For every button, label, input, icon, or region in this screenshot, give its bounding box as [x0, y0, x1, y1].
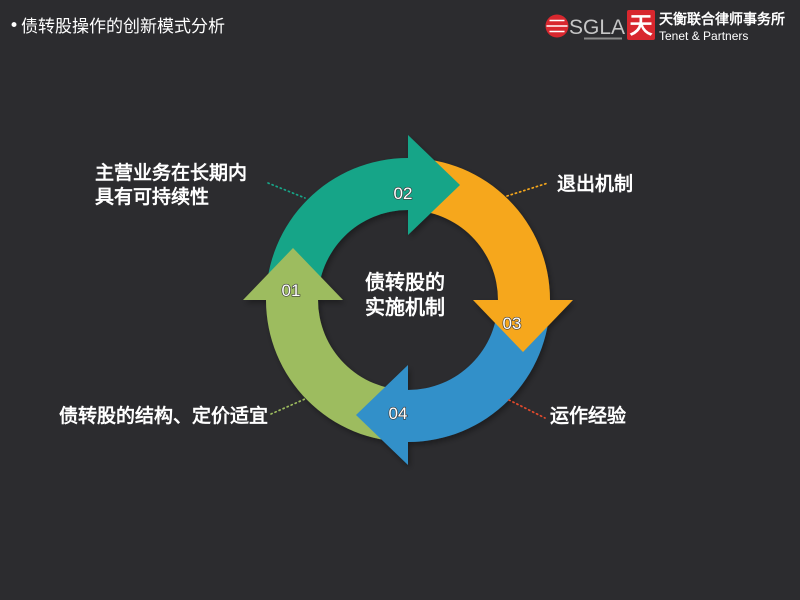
cycle-arrow-03-head [473, 300, 573, 352]
step-label-01: 债转股的结构、定价适宜 [59, 404, 268, 427]
title-bullet: • [9, 16, 19, 36]
leader-lines [267, 182, 549, 419]
step-number-02: 02 [394, 184, 413, 203]
step-number-01: 01 [282, 281, 301, 300]
tenet-logo: 天 天衡联合律师事务所 Tenet & Partners [627, 10, 785, 43]
sgla-logo: SGLA [545, 14, 625, 40]
tenet-seal [627, 10, 655, 40]
tenet-seal-mark: 天 [630, 13, 654, 39]
center-title-line-2: 实施机制 [365, 295, 445, 319]
cycle-diagram: 01 02 03 04 债转股的 实施机制 [243, 135, 573, 465]
tenet-name-en: Tenet & Partners [659, 29, 748, 43]
step-label-02-line-1: 主营业务在长期内 [95, 161, 247, 184]
tenet-name-cn: 天衡联合律师事务所 [659, 11, 785, 28]
sgla-globe-icon [545, 14, 569, 38]
sgla-wordmark: SGLA [569, 16, 625, 39]
cycle-arrow-04-head [356, 365, 408, 465]
cycle-arrows [243, 135, 573, 465]
cycle-arrow-02-head [408, 135, 460, 235]
step-number-04: 04 [389, 404, 408, 423]
leader-line-03 [506, 182, 549, 197]
step-labels: 债转股的结构、定价适宜 主营业务在长期内 具有可持续性 退出机制 运作经验 [59, 161, 633, 427]
center-title-line-1: 债转股的 [365, 270, 445, 294]
slide-title: 债转股操作的创新模式分析 [21, 17, 225, 37]
step-label-04: 运作经验 [550, 404, 627, 427]
slide-header: • 债转股操作的创新模式分析 [9, 16, 225, 37]
sgla-tagline-mark [584, 37, 622, 40]
leader-line-01 [270, 398, 306, 415]
step-number-03: 03 [503, 314, 522, 333]
step-label-02-line-2: 具有可持续性 [95, 185, 209, 208]
step-label-03: 退出机制 [557, 172, 633, 195]
cycle-arrow-01-head [243, 248, 343, 300]
